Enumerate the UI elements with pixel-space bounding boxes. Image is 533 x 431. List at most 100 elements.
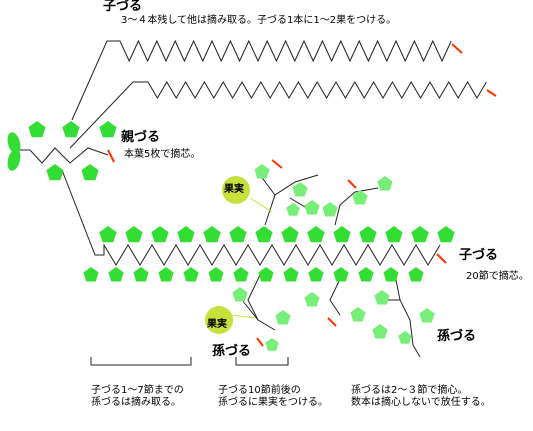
- leaf: [83, 267, 99, 282]
- leaf: [158, 267, 174, 282]
- leaf: [28, 121, 46, 138]
- leaf: [99, 121, 117, 138]
- leaf: [374, 290, 390, 305]
- fruit: [205, 306, 233, 334]
- leaf: [151, 226, 169, 243]
- label-kozuru-main: 子づる: [459, 248, 499, 263]
- label-kozuru-top: 子づる: [103, 0, 143, 14]
- cut-mark: [347, 179, 357, 189]
- cut-mark: [327, 317, 337, 327]
- leaf: [108, 267, 124, 282]
- cut-mark: [451, 43, 463, 54]
- leaf: [283, 267, 299, 282]
- vines: [15, 39, 487, 358]
- cut-mark: [486, 89, 497, 97]
- label-magozuru-left: 孫づる: [212, 344, 252, 359]
- leaf: [255, 226, 273, 243]
- leaf: [307, 226, 325, 243]
- cotyledon: [7, 132, 21, 154]
- magozuru-e: [394, 274, 421, 358]
- note-oyazuru: 本葉5枚で摘芯。: [124, 149, 201, 160]
- leaf: [183, 267, 199, 282]
- cut-mark: [107, 149, 115, 163]
- label-fruit-a: 果実: [224, 184, 244, 195]
- magozuru-a: [264, 174, 319, 226]
- leaf: [62, 121, 80, 138]
- note-left: 子づる1～7節までの 孫づるは摘み取る。: [91, 385, 184, 408]
- leaf: [333, 226, 351, 243]
- note-middle: 子づる10節前後の 孫づるに果実をつける。: [218, 385, 328, 408]
- fruit-stem-b: [231, 314, 256, 319]
- fruit: [222, 176, 250, 204]
- leaf: [419, 308, 435, 323]
- leaf: [411, 226, 429, 243]
- leaf: [229, 226, 247, 243]
- cotyledon: [7, 149, 21, 171]
- leaf: [125, 226, 143, 243]
- note-right-line2: 数本は摘心しないで放任する。: [351, 396, 491, 408]
- leaf: [408, 267, 424, 282]
- magozuru-d: [329, 274, 343, 316]
- note-right: 孫づるは2～３節で摘心。 数本は摘心しないで放任する。: [351, 385, 491, 408]
- note-kozuru-top: 3～４本残して他は摘み取る。子づる1本に1～2果をつける。: [121, 15, 397, 26]
- leaf: [292, 182, 308, 197]
- kozuru-main: [61, 169, 441, 266]
- leaf: [350, 307, 366, 322]
- note-left-line2: 孫づるは摘み取る。: [91, 396, 181, 408]
- leaf: [358, 267, 374, 282]
- cut-mark: [436, 253, 447, 264]
- cut-mark: [271, 159, 283, 169]
- leaf: [177, 226, 195, 243]
- section-bracket: [90, 357, 192, 366]
- leaf: [99, 226, 117, 243]
- leaf: [275, 310, 291, 325]
- magozuru-c: [247, 274, 276, 331]
- note-left-line1: 子づる1～7節までの: [91, 385, 184, 396]
- leaf: [81, 164, 99, 181]
- kozuru-upper-2: [69, 81, 487, 149]
- leaf: [233, 267, 249, 282]
- note-mid-line1: 子づる10節前後の: [218, 385, 301, 396]
- leaf: [383, 267, 399, 282]
- leaf: [308, 267, 324, 282]
- leaf: [322, 202, 338, 217]
- leaf: [352, 190, 368, 205]
- leaf: [359, 226, 377, 243]
- note-right-line1: 孫づるは2～３節で摘心。: [351, 385, 468, 396]
- leaf: [281, 226, 299, 243]
- kozuru-upper-1: [71, 39, 452, 121]
- magozuru-b: [334, 187, 379, 226]
- leaf: [203, 226, 221, 243]
- leaf: [265, 338, 279, 351]
- leaves: [7, 121, 455, 351]
- section-brackets: [90, 357, 289, 366]
- section-bracket: [235, 357, 289, 366]
- fruit-stem-a: [249, 197, 273, 213]
- leaf: [254, 164, 270, 179]
- leaf: [372, 324, 388, 339]
- leaf: [133, 267, 149, 282]
- label-oyazuru: 親づる: [121, 130, 161, 145]
- label-magozuru-right: 孫づる: [437, 329, 477, 344]
- cut-mark: [256, 337, 264, 347]
- leaf: [377, 176, 393, 191]
- leaf: [304, 292, 320, 307]
- leaf: [232, 287, 248, 302]
- leaf: [304, 200, 320, 215]
- leaf: [333, 267, 349, 282]
- leaf: [385, 226, 403, 243]
- note-mid-line2: 孫づるに果実をつける。: [218, 396, 328, 408]
- leaf: [258, 267, 274, 282]
- magozuru-c-sub: [241, 299, 259, 321]
- oyazuru: [15, 147, 109, 164]
- leaf: [286, 203, 300, 216]
- cut-marks: [107, 43, 497, 347]
- leaf: [208, 267, 224, 282]
- leaf: [398, 331, 412, 344]
- leaf: [437, 226, 455, 243]
- leaf: [46, 164, 64, 181]
- label-fruit-b: 果実: [207, 319, 227, 330]
- note-kozuru-main: 20節で摘芯。: [466, 271, 529, 282]
